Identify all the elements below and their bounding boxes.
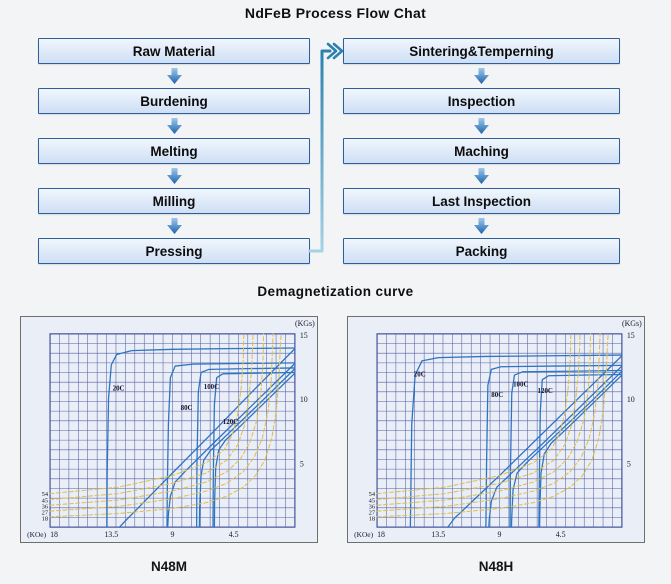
y-tick-label: 5 [300,460,304,469]
y-tick-label: 5 [627,460,631,469]
pc-label: 54 [42,491,49,498]
pc-label: 45 [42,497,48,504]
down-arrow-icon [166,118,182,134]
series-pc-36 [49,333,265,506]
connector-arrow-icon [308,42,344,253]
series-120C-normal [538,374,623,528]
temp-label: 80C [181,405,193,412]
flowchart-left-column: Raw Material Burdening Melting Milling P… [38,38,310,264]
flow-step-raw-material: Raw Material [38,38,310,64]
series-pc-54 [49,333,245,495]
flow-step-inspection: Inspection [343,88,620,114]
flow-step-milling: Milling [38,188,310,214]
flow-step-maching: Maching [343,138,620,164]
x-tick-label: 13.5 [104,530,118,539]
pc-label: 27 [369,510,376,517]
down-arrow-icon [474,168,489,184]
flow-step-last-inspection: Last Inspection [343,188,620,214]
flow-step-packing: Packing [343,238,620,264]
temp-label: 120C [538,388,553,395]
y-tick-label: 15 [300,331,308,340]
x-tick-label: 13.5 [431,530,445,539]
flowchart-right-column: Sintering&Temperning Inspection Maching … [343,38,620,264]
temp-label: 100C [204,384,219,391]
x-tick-label: 18 [377,530,385,539]
pc-label: 18 [42,516,48,523]
temp-label: 20C [414,371,426,378]
y-axis-unit-label: (KGs) [295,319,315,328]
y-tick-label: 10 [627,395,635,404]
flow-step-sintering-tempering: Sintering&Temperning [343,38,620,64]
series-120C-normal [213,372,296,528]
temp-label: 120C [223,419,238,426]
temp-label: 100C [513,382,528,389]
series-80C-normal [488,365,623,528]
series-pc-27 [49,333,274,512]
series-pc-36 [376,333,592,506]
pc-label: 45 [369,497,375,504]
series-100C-normal [198,367,296,528]
down-arrow-icon [474,68,489,84]
x-tick-label: 9 [170,530,174,539]
down-arrow-icon [474,218,489,234]
temp-label: 20C [113,386,125,393]
down-arrow-icon [474,118,489,134]
x-tick-label: 9 [497,530,501,539]
y-axis-unit-label: (KGs) [622,319,642,328]
chart-caption-n48m: N48M [150,559,187,574]
pc-label: 27 [42,510,49,517]
x-axis-unit-label: (KOe) [354,530,373,539]
flow-step-pressing: Pressing [38,238,310,264]
series-100C-intrinsic [196,367,296,528]
down-arrow-icon [166,218,182,234]
y-tick-label: 15 [627,331,635,340]
series-20C-normal [118,347,296,528]
x-tick-label: 4.5 [556,530,566,539]
series-20C-intrinsic [106,347,296,528]
down-arrow-icon [166,168,182,184]
x-tick-label: 4.5 [229,530,239,539]
chart-caption-n48h: N48H [478,559,514,574]
pc-label: 18 [369,516,375,523]
flowchart-title: NdFeB Process Flow Chat [244,5,427,21]
series-pc-27 [376,333,601,512]
demag-section-title: Demagnetization curve [257,284,414,299]
x-axis-unit-label: (KOe) [27,530,46,539]
flow-step-burdening: Burdening [38,88,310,114]
series-pc-18 [49,333,282,518]
flow-step-melting: Melting [38,138,310,164]
series-20C-intrinsic [409,354,623,528]
y-tick-label: 10 [300,395,308,404]
series-80C-intrinsic [485,364,623,528]
series-100C-normal [510,370,623,528]
pc-label: 36 [42,503,49,510]
down-arrow-icon [166,68,182,84]
pc-label: 36 [369,503,376,510]
series-pc-54 [376,333,572,495]
series-pc-45 [376,333,581,500]
series-pc-18 [376,333,609,518]
pc-label: 54 [369,491,376,498]
series-120C-intrinsic [212,371,296,528]
temp-label: 80C [491,392,503,399]
x-tick-label: 18 [50,530,58,539]
series-80C-intrinsic [166,362,296,528]
series-pc-45 [49,333,254,500]
series-100C-intrinsic [509,369,623,528]
